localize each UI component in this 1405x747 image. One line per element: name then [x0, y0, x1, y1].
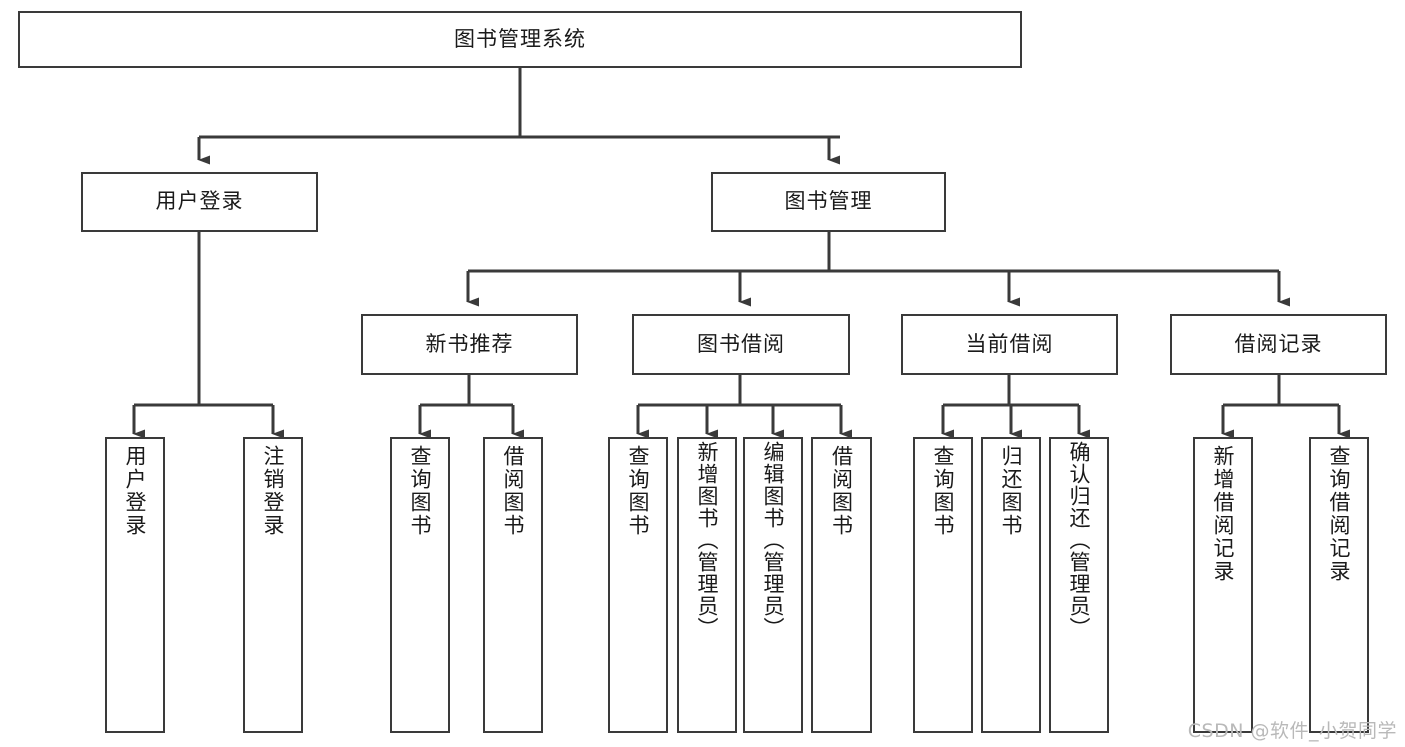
node-book-management[interactable]: 图书管理 — [711, 172, 946, 232]
node-book-borrow[interactable]: 图书借阅 — [632, 314, 850, 375]
leaf-borrow-add-book-label: 新增图书（管理员） — [695, 441, 720, 639]
leaf-current-return-label: 归还图书 — [999, 445, 1024, 537]
leaf-current-query[interactable]: 查询图书 — [913, 437, 973, 733]
leaf-records-add-label: 新增借阅记录 — [1211, 445, 1236, 583]
node-current-borrow[interactable]: 当前借阅 — [901, 314, 1118, 375]
leaf-records-add[interactable]: 新增借阅记录 — [1193, 437, 1253, 733]
leaf-borrow-query-label: 查询图书 — [626, 445, 651, 537]
node-borrow-records[interactable]: 借阅记录 — [1170, 314, 1387, 375]
node-new-book-recommend[interactable]: 新书推荐 — [361, 314, 578, 375]
leaf-current-confirm-return[interactable]: 确认归还（管理员） — [1049, 437, 1109, 733]
leaf-current-query-label: 查询图书 — [931, 445, 956, 537]
leaf-borrow-edit-book[interactable]: 编辑图书（管理员） — [743, 437, 803, 733]
leaf-new-books-borrow-label: 借阅图书 — [501, 445, 526, 537]
leaf-user-login-logout-label: 注销登录 — [261, 445, 286, 537]
node-root-label: 图书管理系统 — [454, 26, 586, 51]
leaf-records-query[interactable]: 查询借阅记录 — [1309, 437, 1369, 733]
leaf-current-return[interactable]: 归还图书 — [981, 437, 1041, 733]
node-user-login[interactable]: 用户登录 — [81, 172, 318, 232]
leaf-borrow-query[interactable]: 查询图书 — [608, 437, 668, 733]
leaf-borrow-edit-book-label: 编辑图书（管理员） — [761, 441, 786, 639]
leaf-records-query-label: 查询借阅记录 — [1327, 445, 1352, 583]
node-borrow-records-label: 借阅记录 — [1234, 331, 1323, 356]
leaf-new-books-borrow[interactable]: 借阅图书 — [483, 437, 543, 733]
leaf-borrow-borrow-book[interactable]: 借阅图书 — [811, 437, 872, 733]
leaf-user-login-login-label: 用户登录 — [123, 445, 148, 537]
leaf-new-books-query-label: 查询图书 — [408, 445, 433, 537]
node-current-borrow-label: 当前借阅 — [965, 331, 1054, 356]
node-new-book-recommend-label: 新书推荐 — [425, 331, 514, 356]
leaf-borrow-add-book[interactable]: 新增图书（管理员） — [677, 437, 737, 733]
leaf-user-login-logout[interactable]: 注销登录 — [243, 437, 303, 733]
leaf-user-login-login[interactable]: 用户登录 — [105, 437, 165, 733]
leaf-new-books-query[interactable]: 查询图书 — [390, 437, 450, 733]
node-user-login-label: 用户登录 — [155, 189, 244, 214]
leaf-current-confirm-return-label: 确认归还（管理员） — [1067, 441, 1092, 639]
leaf-borrow-borrow-book-label: 借阅图书 — [829, 445, 854, 537]
node-book-borrow-label: 图书借阅 — [697, 331, 785, 356]
node-root[interactable]: 图书管理系统 — [18, 11, 1022, 68]
node-book-management-label: 图书管理 — [784, 189, 873, 214]
